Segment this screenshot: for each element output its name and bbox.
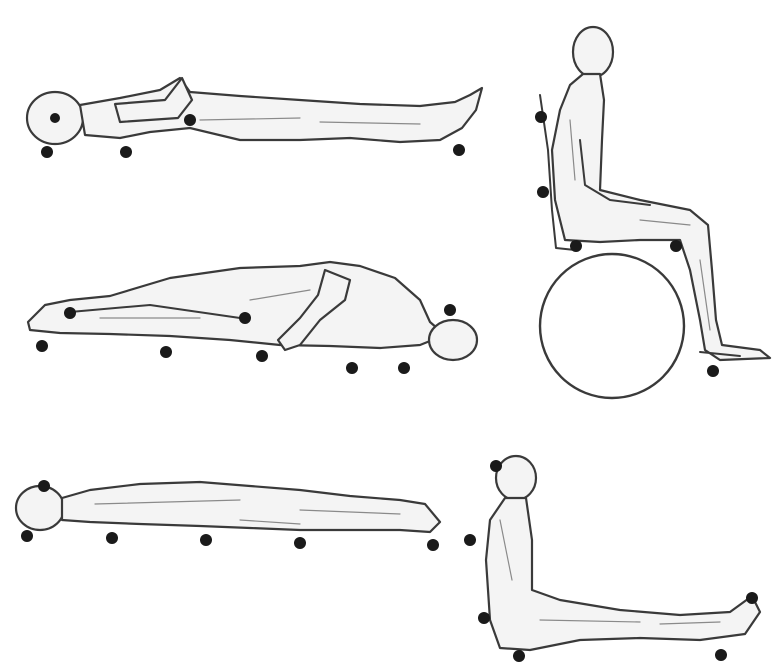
pressure-point (453, 144, 465, 156)
pressure-point (746, 592, 758, 604)
prone-figure (16, 480, 440, 551)
long-sitting-body (486, 498, 760, 650)
pressure-point (64, 307, 76, 319)
pressure-point (184, 114, 196, 126)
pressure-point (670, 240, 682, 252)
pressure-point (715, 649, 727, 661)
pressure-point (239, 312, 251, 324)
pressure-point (160, 346, 172, 358)
pressure-point (535, 111, 547, 123)
prone-body (62, 482, 440, 532)
pressure-point (106, 532, 118, 544)
side-lying-head (429, 320, 477, 360)
supine-figure (27, 78, 482, 158)
pressure-point (570, 240, 582, 252)
pressure-point (38, 480, 50, 492)
pressure-point (120, 146, 132, 158)
wheelchair-figure (535, 27, 770, 398)
pressure-point (21, 530, 33, 542)
pressure-point (256, 350, 268, 362)
side-lying-body (28, 262, 445, 348)
pressure-point (346, 362, 358, 374)
wheelchair-head (573, 27, 613, 77)
pressure-point (36, 340, 48, 352)
pressure-point (50, 113, 60, 123)
pressure-point (464, 534, 476, 546)
prone-head (16, 486, 64, 530)
pressure-point (200, 534, 212, 546)
pressure-point (398, 362, 410, 374)
pressure-point (537, 186, 549, 198)
long-sitting-figure (464, 456, 760, 662)
long-sitting-head (496, 456, 536, 500)
wheelchair-wheel (540, 254, 684, 398)
pressure-point (513, 650, 525, 662)
pressure-point (478, 612, 490, 624)
pressure-point (707, 365, 719, 377)
pressure-point (427, 539, 439, 551)
pressure-point (490, 460, 502, 472)
pressure-point (41, 146, 53, 158)
pressure-point (294, 537, 306, 549)
side-lying-figure (28, 262, 477, 374)
pressure-point (444, 304, 456, 316)
